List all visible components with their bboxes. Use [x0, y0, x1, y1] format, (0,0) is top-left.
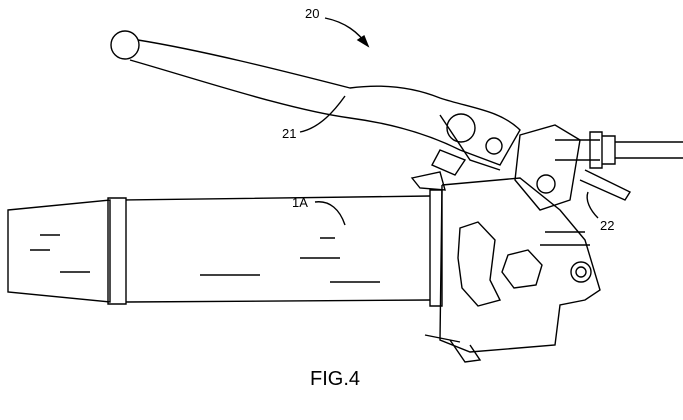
- grip-tube: [125, 189, 443, 307]
- grip-end-cap: [7, 197, 127, 305]
- label-22: 22: [600, 218, 615, 233]
- label-21: 21: [282, 126, 297, 141]
- leader-1a: [314, 201, 346, 226]
- figure-caption: FIG.4: [310, 368, 361, 390]
- leader-21: [299, 95, 346, 133]
- label-20: 20: [305, 6, 320, 21]
- label-1a: 1A: [292, 195, 308, 210]
- lever-housing: [410, 171, 601, 363]
- arrowhead-icon: [356, 34, 370, 48]
- cable-clamp: [514, 124, 683, 211]
- brake-lever: [110, 30, 521, 176]
- leader-22: [586, 191, 599, 219]
